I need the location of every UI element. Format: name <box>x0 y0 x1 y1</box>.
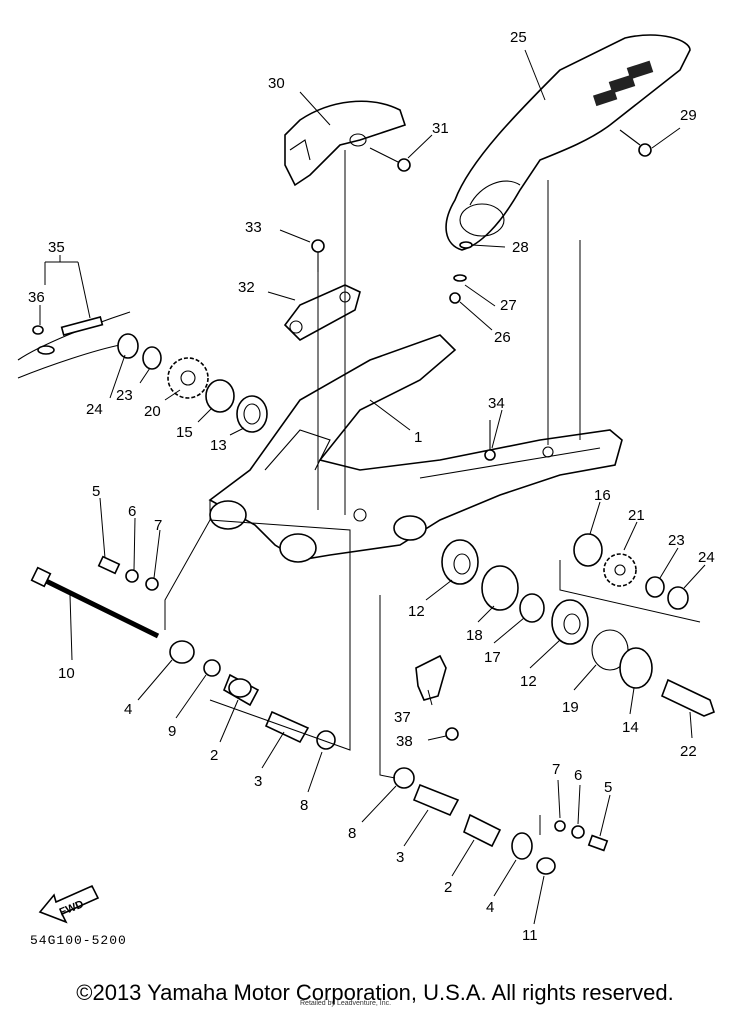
callout: 38 <box>396 733 413 750</box>
right-sprocket-assembly <box>573 533 689 610</box>
callout: 13 <box>210 437 227 454</box>
callout: 14 <box>622 719 639 736</box>
callout: 3 <box>254 773 262 790</box>
callout: 8 <box>300 797 308 814</box>
callout: 5 <box>92 483 100 500</box>
callout: 19 <box>562 699 579 716</box>
callout: 16 <box>594 487 611 504</box>
callout: 24 <box>86 401 103 418</box>
callout: 23 <box>116 387 133 404</box>
callout: 12 <box>408 603 425 620</box>
callout: 32 <box>238 279 255 296</box>
callout: 30 <box>268 75 285 92</box>
chain-guard-part-25 <box>445 34 691 251</box>
callout: 8 <box>348 825 356 842</box>
bracket-part-32 <box>283 284 361 341</box>
callout: 12 <box>520 673 537 690</box>
callout: 27 <box>500 297 517 314</box>
callout: 24 <box>698 549 715 566</box>
left-hardware-parts-5-7 <box>97 555 159 591</box>
callout: 11 <box>522 927 538 944</box>
callout: 2 <box>444 879 452 896</box>
callout: 7 <box>552 761 560 778</box>
callout: 2 <box>210 747 218 764</box>
callout: 3 <box>396 849 404 866</box>
callout: 22 <box>680 743 697 760</box>
diagram-code: 54G100-5200 <box>30 933 127 948</box>
callout: 28 <box>512 239 529 256</box>
upper-guard-part-30 <box>284 100 407 187</box>
callout: 6 <box>574 767 582 784</box>
bolt-part-31 <box>369 147 411 172</box>
callout: 36 <box>28 289 45 306</box>
callout: 21 <box>628 507 645 524</box>
callout: 15 <box>176 424 193 441</box>
callout: 26 <box>494 329 511 346</box>
callout: 34 <box>488 395 505 412</box>
callout: 37 <box>394 709 411 726</box>
right-bearing-stack <box>441 539 715 717</box>
callout-labels: 25 30 31 29 33 28 27 26 35 36 32 24 23 2… <box>28 29 715 944</box>
callout: 4 <box>486 899 494 916</box>
callout: 33 <box>245 219 262 236</box>
bolt-part-34 <box>484 420 496 461</box>
callout: 18 <box>466 627 483 644</box>
copyright-text: ©2013 Yamaha Motor Corporation, U.S.A. A… <box>76 980 674 1005</box>
drive-chain-part-35 <box>17 311 131 379</box>
swingarm-part-1 <box>208 334 623 563</box>
assembly-guide-lines <box>164 150 701 835</box>
reseller-note: Retailed by Leadventure, Inc. <box>300 1000 392 1007</box>
left-bushing-stack <box>169 640 336 750</box>
callout: 31 <box>432 120 449 137</box>
callout: 9 <box>168 723 176 740</box>
left-sprocket-assembly <box>117 333 268 433</box>
callout: 20 <box>144 403 161 420</box>
callout: 5 <box>604 779 612 796</box>
callout: 4 <box>124 701 132 718</box>
callout: 17 <box>484 649 501 666</box>
callout: 25 <box>510 29 527 46</box>
bolt-part-29 <box>619 129 652 157</box>
washer-stack-parts-26-28 <box>449 241 473 304</box>
callout: 6 <box>128 503 136 520</box>
bracket-part-37 <box>415 654 459 741</box>
pivot-shaft-part-10 <box>30 566 160 639</box>
callout: 10 <box>58 665 75 682</box>
callout: 29 <box>680 107 697 124</box>
bolt-part-33 <box>311 239 325 272</box>
lower-bushing-stack <box>393 767 609 875</box>
callout: 7 <box>154 517 162 534</box>
fwd-arrow-icon: FWD <box>38 884 100 924</box>
leader-lines <box>39 49 706 925</box>
callout: 1 <box>414 429 422 446</box>
callout: 35 <box>48 239 65 256</box>
callout: 23 <box>668 532 685 549</box>
